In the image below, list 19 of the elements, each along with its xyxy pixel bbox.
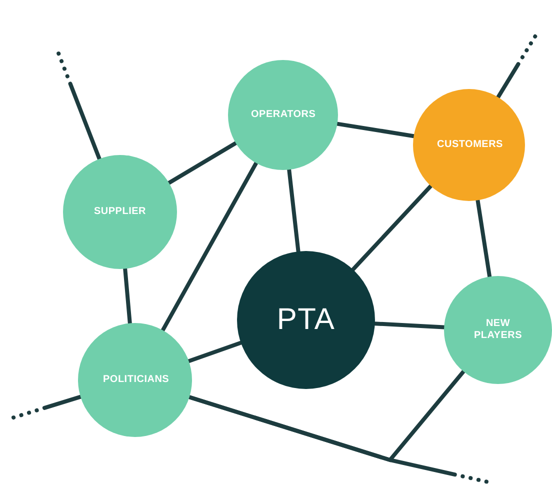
- connector-line: [10, 394, 82, 420]
- node-label: CUSTOMERS: [436, 138, 504, 152]
- connector-line: [335, 122, 416, 138]
- connector-line: [351, 184, 433, 272]
- connector-line: [287, 168, 300, 254]
- connector-line: [187, 395, 490, 484]
- node-label: POLITICIANS: [102, 374, 170, 386]
- connector-line: [372, 322, 446, 330]
- connector-line: [123, 266, 132, 326]
- node-label: NEW PLAYERS: [472, 318, 524, 342]
- node-label: OPERATORS: [250, 108, 317, 122]
- connector-line: [496, 33, 538, 100]
- connector-line: [56, 50, 102, 161]
- node-label: PTA: [276, 302, 336, 338]
- connector-line: [476, 198, 492, 279]
- connector-line: [167, 141, 238, 185]
- connector-line: [186, 340, 243, 364]
- connector-line: [160, 161, 258, 332]
- node-label: SUPPLIER: [92, 206, 147, 218]
